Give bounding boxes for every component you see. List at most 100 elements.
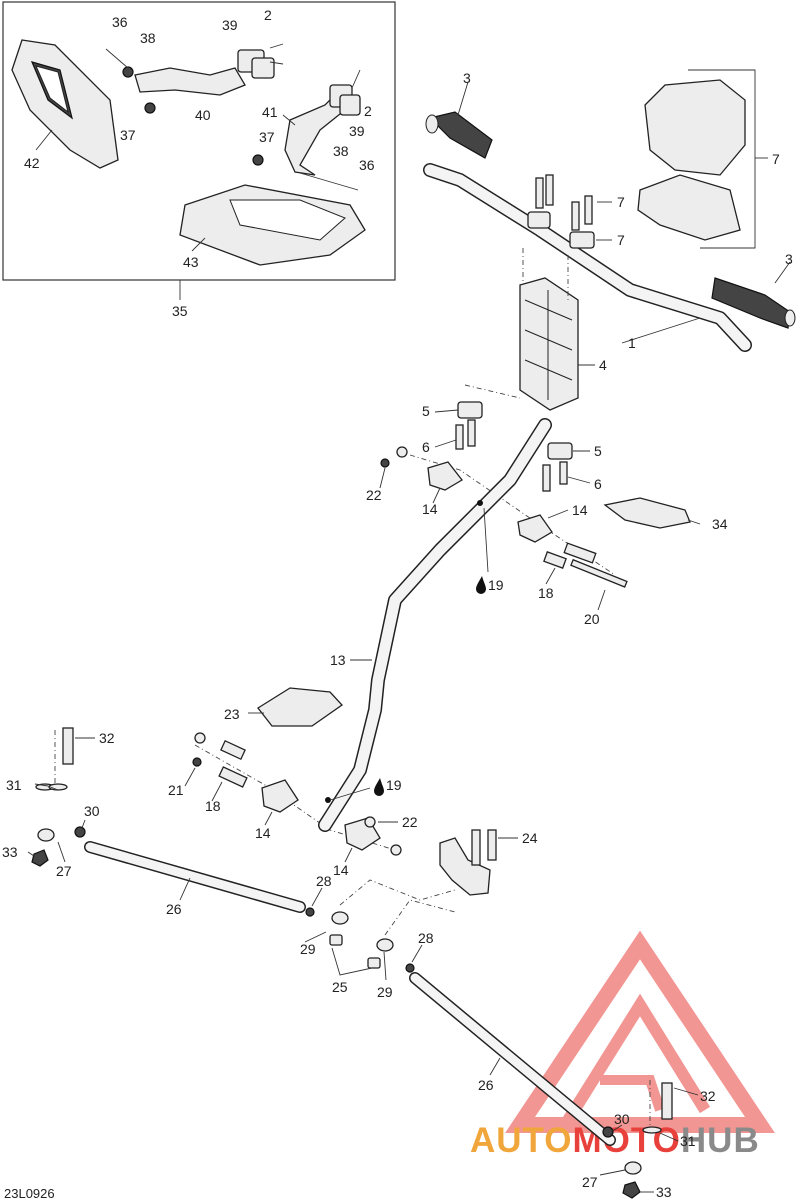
handguard-bracket-41	[252, 69, 361, 191]
callout: 7	[617, 232, 625, 248]
clamp-top-left	[527, 174, 554, 229]
callout: 35	[172, 303, 188, 319]
callout: 19	[488, 577, 504, 593]
callout: 28	[316, 873, 332, 889]
callout: 32	[700, 1088, 716, 1104]
handlebar-pad	[637, 69, 768, 249]
callout: 29	[300, 941, 316, 957]
callout: 2	[264, 7, 272, 23]
callout: 24	[522, 830, 538, 846]
leader-lines	[27, 81, 791, 1193]
callout: 14	[255, 825, 271, 841]
callout: 34	[712, 516, 728, 532]
callout: 25	[332, 979, 348, 995]
nut-22-upper	[380, 458, 390, 468]
callout: 22	[366, 487, 382, 503]
bracket-24	[439, 829, 497, 896]
support-plate-34	[603, 497, 691, 529]
tie-rod-right	[409, 972, 616, 1146]
callout: 38	[333, 143, 349, 159]
bushing-lower-left	[261, 779, 299, 813]
callout: 7	[772, 151, 780, 167]
callout: 6	[422, 439, 430, 455]
spacer-upper	[563, 542, 597, 564]
callout: 41	[262, 104, 278, 120]
nut-21	[192, 757, 202, 767]
rod-end-29-left	[331, 911, 349, 925]
cover-23	[257, 687, 343, 727]
steering-column	[318, 418, 552, 832]
handguard-left	[11, 39, 119, 169]
watermark-auto: AUTO	[470, 1121, 573, 1160]
nut-28-right	[405, 963, 415, 973]
oil-drop-icon	[476, 576, 486, 594]
callout: 38	[140, 30, 156, 46]
spacer-lower-2	[220, 739, 246, 761]
nut-33-left	[31, 849, 49, 867]
callout: 3	[785, 251, 793, 267]
callout: 30	[614, 1111, 630, 1127]
callout: 30	[84, 803, 100, 819]
callout: 27	[582, 1174, 598, 1190]
callout: 43	[183, 254, 199, 270]
handlebar-riser	[519, 277, 595, 411]
callout: 31	[680, 1133, 696, 1149]
callout: 31	[6, 777, 22, 793]
callout-labels: 36 38 39 2 37 40 42 41 2 39 37 38 36 43 …	[2, 7, 793, 1200]
nut-28-left	[305, 907, 315, 917]
callout: 14	[572, 502, 588, 518]
callout: 3	[463, 70, 471, 86]
callout: 14	[422, 501, 438, 517]
callout: 28	[418, 930, 434, 946]
callout: 42	[24, 155, 40, 171]
reference-code: 23L0926	[4, 1186, 55, 1201]
handguard-kit-frame	[2, 1, 396, 281]
handlebar	[423, 163, 752, 352]
callout: 1	[628, 335, 636, 351]
rod-end-left	[37, 828, 55, 842]
watermark-hub: HUB	[681, 1121, 760, 1160]
washer-upper	[396, 446, 408, 458]
grip-right	[711, 277, 796, 329]
rod-end-29-right	[376, 938, 394, 952]
clamp-lower-left	[455, 401, 483, 450]
spacer-lower	[218, 766, 248, 788]
nut-30-right	[602, 1126, 614, 1138]
bolt-20	[570, 558, 628, 588]
grease-point-upper	[477, 500, 483, 506]
grease-point-lower	[325, 797, 331, 803]
callout: 19	[386, 777, 402, 793]
callout: 26	[166, 901, 182, 917]
callout: 22	[402, 814, 418, 830]
nut-33-right	[622, 1181, 641, 1199]
spacer-middle	[543, 551, 567, 569]
spacer-25-b	[367, 957, 381, 969]
callout: 29	[377, 984, 393, 1000]
handguard-right	[179, 184, 366, 266]
bushing-upper-right	[517, 514, 553, 543]
callout: 26	[478, 1077, 494, 1093]
callout: 39	[349, 123, 365, 139]
callout: 18	[538, 585, 554, 601]
bolt-32-right	[661, 1082, 673, 1120]
clamp-top-right	[569, 195, 612, 249]
callout: 13	[330, 652, 346, 668]
bolt-32-left	[62, 727, 74, 765]
nut-22-lower	[364, 816, 376, 828]
callout: 20	[584, 611, 600, 627]
callout: 40	[195, 107, 211, 123]
callout: 21	[168, 782, 184, 798]
washer-lower-left	[194, 732, 206, 744]
rod-end-27-right	[624, 1161, 642, 1175]
callout: 14	[333, 862, 349, 878]
spacer-25-a	[329, 934, 343, 946]
callout: 4	[599, 357, 607, 373]
callout: 5	[594, 443, 602, 459]
oil-drop-icon	[374, 778, 384, 796]
grip-left	[425, 111, 493, 159]
callout: 5	[422, 403, 430, 419]
nut-30-left	[74, 826, 86, 838]
handguard-bracket-40	[105, 43, 284, 114]
callout: 39	[222, 17, 238, 33]
